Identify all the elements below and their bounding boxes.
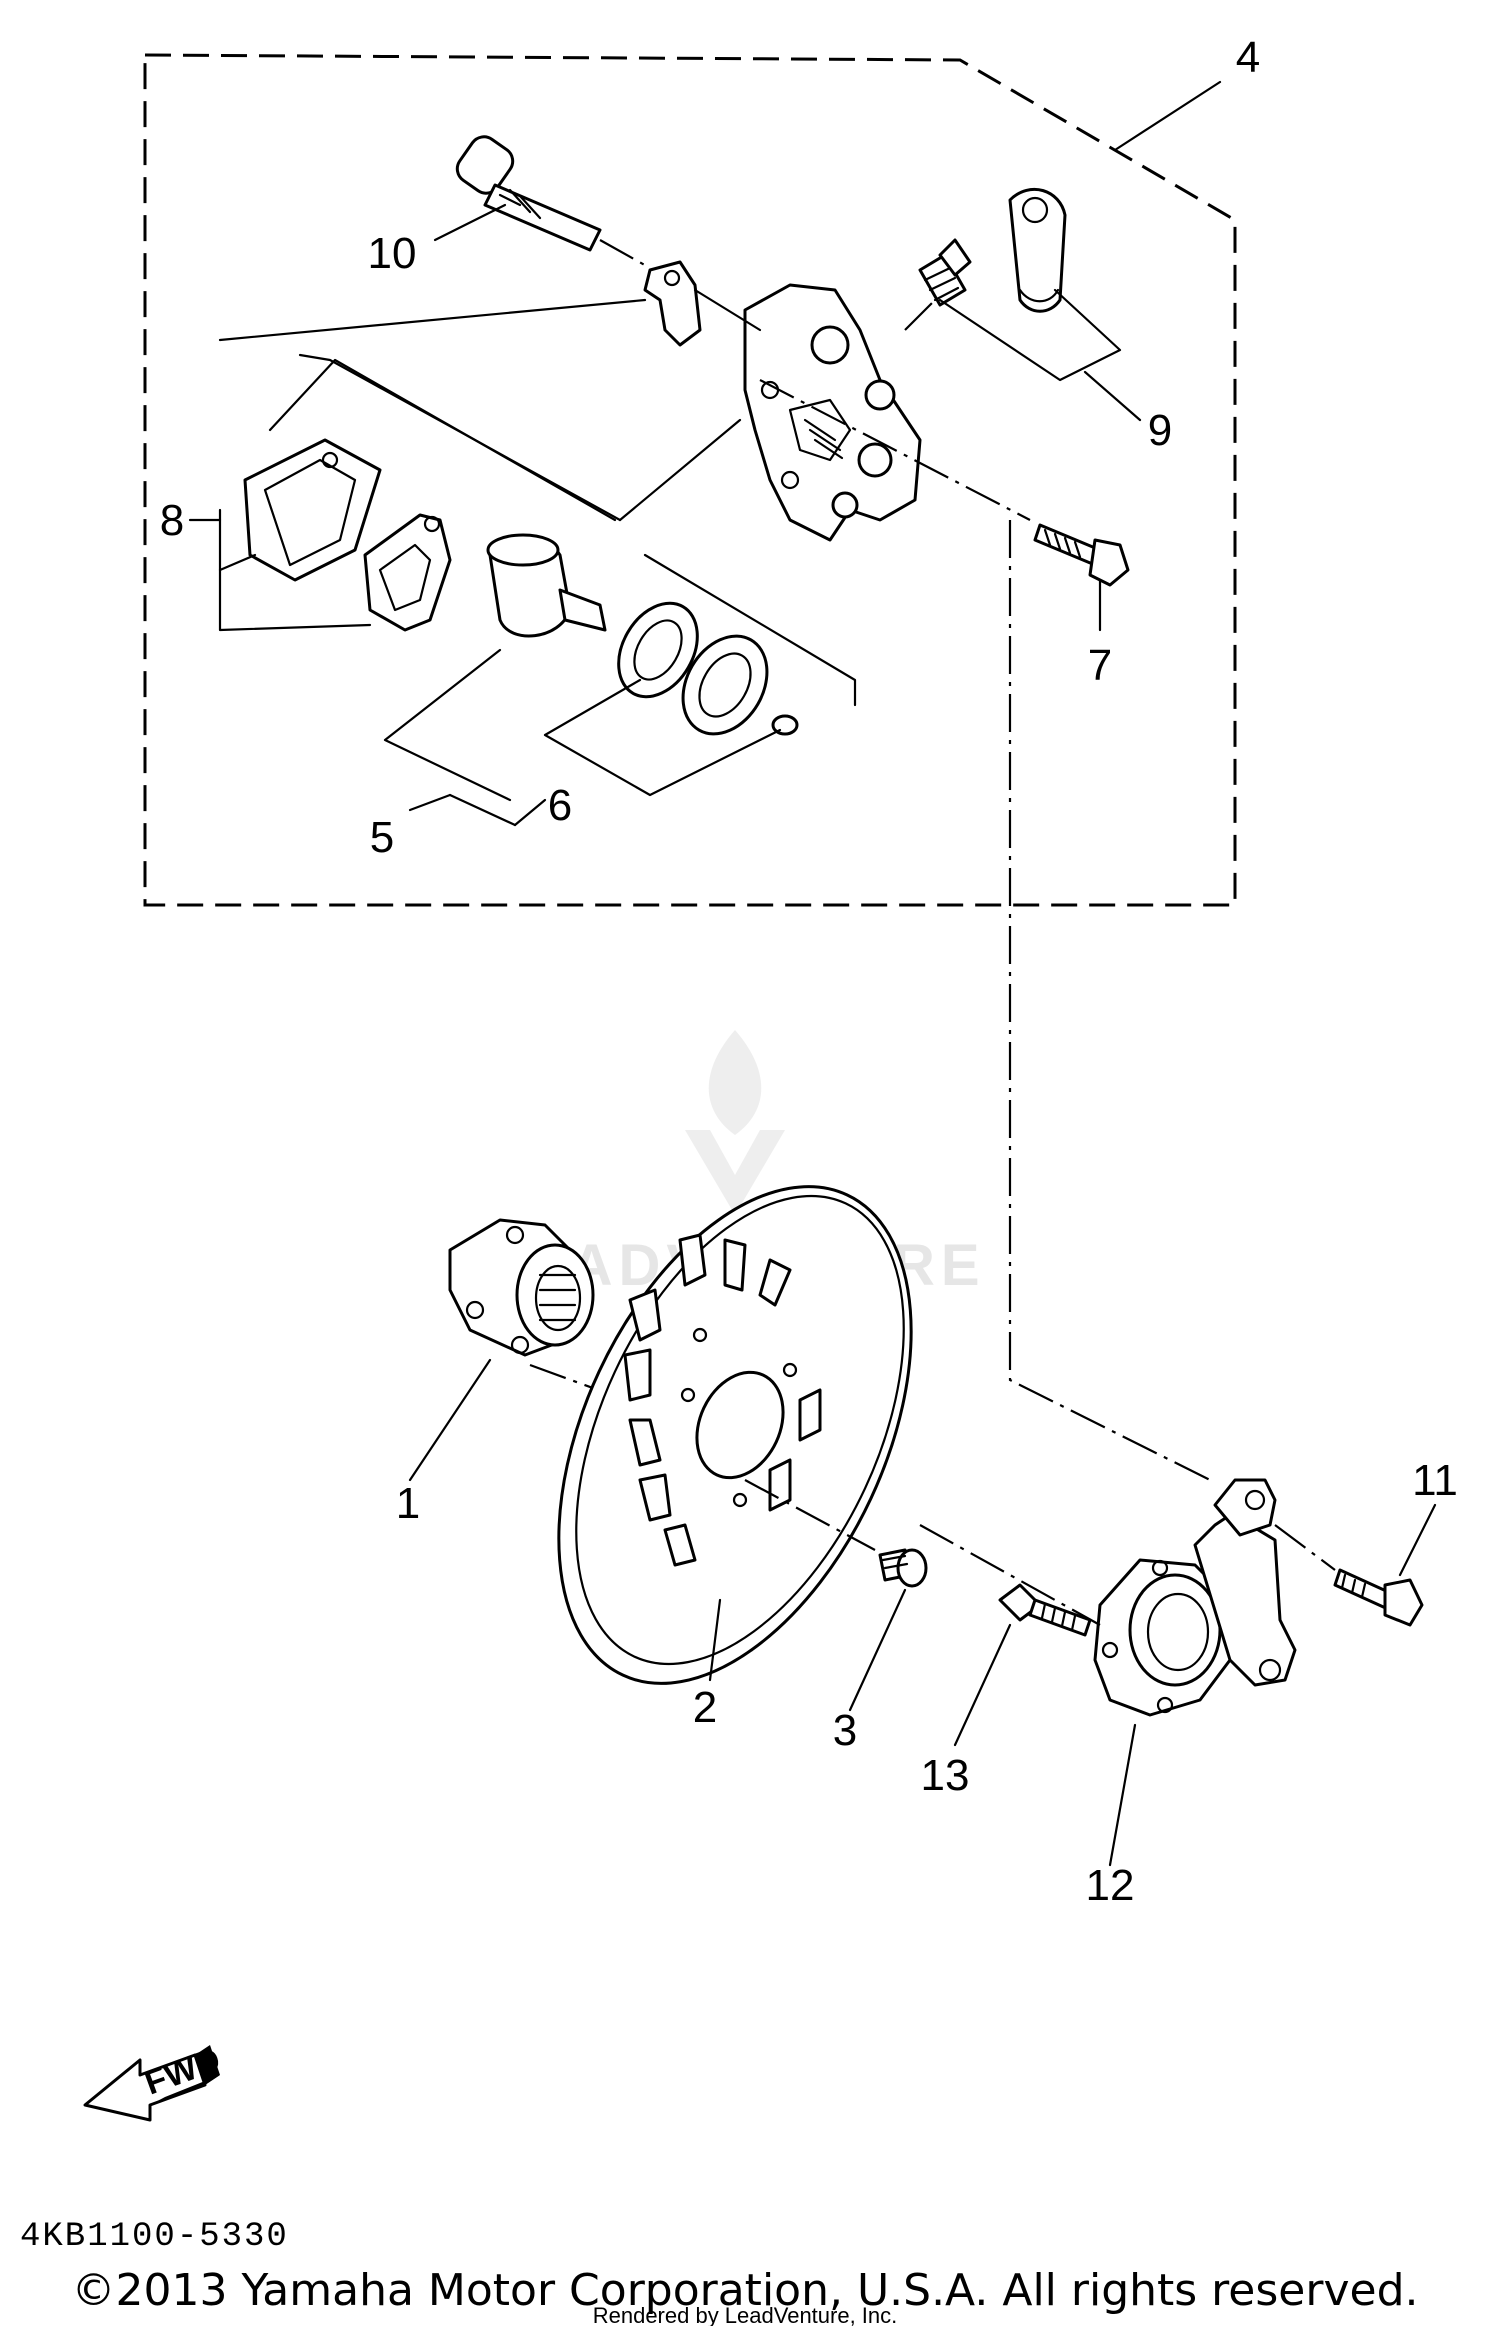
leader-11	[1398, 1503, 1437, 1577]
leader-9-bracket	[938, 288, 1122, 382]
bracket-arm-12	[1213, 1478, 1277, 1537]
leader-9	[1083, 370, 1142, 422]
axis-disc-bracket	[919, 1524, 1101, 1626]
leader-5-6-join	[448, 793, 517, 827]
callout-7: 7	[1088, 641, 1112, 690]
callout-12: 12	[1086, 1861, 1135, 1910]
bleed-screw-9	[918, 238, 972, 307]
bracket-8-mid	[218, 553, 257, 572]
leader-3	[848, 1588, 907, 1712]
diagram-code: 4KB1100-5330	[20, 2218, 289, 2256]
callout-9: 9	[1148, 406, 1172, 455]
axis-9	[904, 299, 936, 331]
callout-11: 11	[1412, 1456, 1458, 1505]
bracket-5	[383, 648, 512, 802]
leader-10	[433, 203, 507, 242]
seal-6-b	[681, 634, 769, 736]
slide-pin-10	[455, 135, 602, 252]
axis-caliper-to-bracket	[1008, 520, 1211, 1481]
axis-7	[759, 379, 1031, 521]
leader-2	[708, 1598, 722, 1682]
leader-12	[1108, 1723, 1137, 1867]
bracket-shape	[268, 358, 617, 522]
hub-1	[448, 1218, 595, 1357]
brake-pad-8-b	[363, 513, 452, 632]
disc-bolt-3	[878, 1548, 928, 1588]
callout-1: 1	[396, 1479, 420, 1528]
leader-6	[513, 798, 547, 827]
copyright-text: ©2013 Yamaha Motor Corporation, U.S.A. A…	[72, 2265, 1419, 2316]
leader-1	[408, 1358, 492, 1482]
bracket-6	[543, 678, 782, 797]
link-bracket-caliper	[693, 288, 762, 332]
flame-v-logo	[685, 1030, 785, 1215]
axis-11	[1274, 1524, 1336, 1571]
link-caliper-pads	[618, 418, 742, 522]
brake-pad-8-a	[243, 438, 382, 582]
leader-13	[953, 1623, 1012, 1747]
callout-6: 6	[548, 781, 572, 830]
piston-5	[486, 533, 607, 638]
callout-10: 10	[368, 229, 417, 278]
bracket-8	[218, 508, 372, 632]
seal-6-a	[617, 601, 699, 699]
caliper-bracket-12	[1093, 1503, 1297, 1717]
axis-3	[744, 1479, 876, 1551]
bleed-cap-9	[1008, 187, 1067, 313]
bracket-bolt-13	[998, 1583, 1092, 1637]
axis-10	[599, 239, 651, 269]
rendered-by-text: Rendered by LeadVenture, Inc.	[593, 2303, 898, 2326]
caliper-bolt-7	[1033, 523, 1130, 587]
bracket-bolt-11	[1333, 1568, 1424, 1627]
link-8-top	[218, 298, 647, 342]
callout-2: 2	[693, 1683, 717, 1732]
brake-disc-2	[557, 1185, 913, 1685]
callout-4: 4	[1236, 33, 1260, 82]
pad-support-bracket	[643, 260, 702, 347]
callout-13: 13	[921, 1751, 970, 1800]
forward-arrow-icon: FWD	[83, 2040, 225, 2122]
caliper-body	[743, 283, 922, 542]
leader-4	[1113, 80, 1222, 152]
callout-8: 8	[160, 496, 184, 545]
caliper-assembly-boundary	[143, 53, 1237, 907]
callout-3: 3	[833, 1706, 857, 1755]
leader-5	[408, 793, 452, 812]
callout-5: 5	[370, 813, 394, 862]
link-caliper-seal	[643, 553, 857, 707]
